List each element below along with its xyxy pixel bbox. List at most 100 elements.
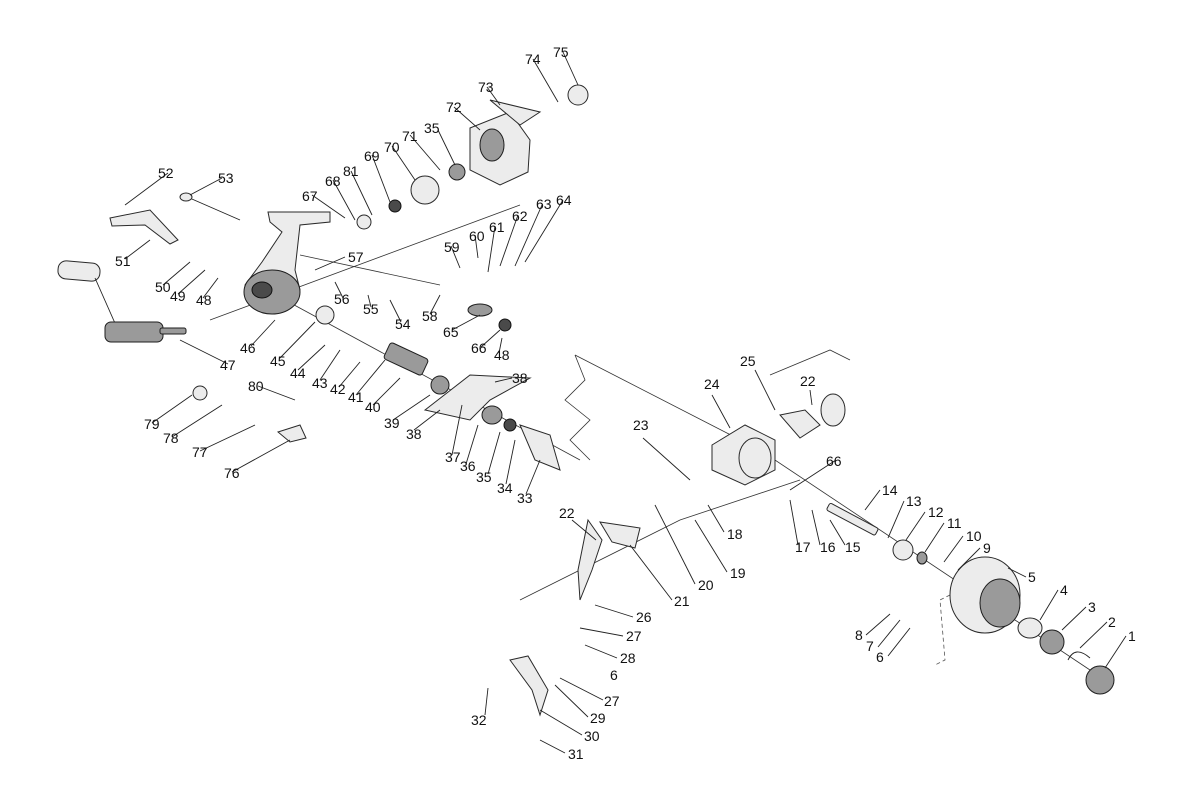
leader-line — [124, 239, 151, 260]
callout-8: 8 — [855, 627, 863, 643]
stopper-lever-76 — [276, 424, 307, 443]
callout-11: 11 — [947, 515, 962, 531]
leader-line — [887, 627, 911, 657]
callout-22a: 22 — [559, 505, 575, 521]
anti-reverse-79 — [192, 385, 208, 401]
leader-line — [864, 489, 881, 511]
callout-37: 37 — [445, 449, 461, 465]
callout-58: 58 — [422, 308, 438, 324]
leader-line — [429, 294, 441, 315]
leader-line — [314, 256, 346, 271]
callout-29: 29 — [590, 710, 606, 726]
leader-line — [924, 522, 945, 553]
leader-line — [389, 299, 402, 323]
callout-6b: 6 — [610, 667, 618, 683]
callout-20: 20 — [698, 577, 714, 593]
body-gear-hub — [251, 281, 273, 299]
callout-67: 67 — [302, 188, 318, 204]
bearing-75 — [567, 84, 589, 106]
leader-line — [711, 394, 731, 429]
leader-line — [789, 499, 799, 546]
callout-57: 57 — [348, 249, 364, 265]
leader-line — [367, 294, 372, 308]
leader-line — [554, 684, 589, 718]
leader-line — [829, 519, 846, 546]
leader-line — [391, 145, 416, 181]
callout-60: 60 — [469, 228, 485, 244]
leader-line — [474, 234, 479, 259]
callout-62: 62 — [512, 208, 528, 224]
callout-77: 77 — [192, 444, 208, 460]
callout-31: 31 — [568, 746, 584, 762]
callout-73: 73 — [478, 79, 494, 95]
spool-5-inner — [979, 578, 1021, 628]
callout-81: 81 — [343, 163, 359, 179]
callout-54: 54 — [395, 316, 411, 332]
leader-line — [789, 459, 837, 491]
leader-line — [525, 459, 541, 495]
callout-25: 25 — [740, 353, 756, 369]
callout-labels: 1 2 3 4 5 6 6 7 8 9 10 11 12 13 14 15 16… — [115, 44, 1136, 762]
callout-14: 14 — [882, 482, 898, 498]
oscillation-block-45 — [315, 305, 335, 325]
leader-line — [905, 511, 926, 541]
pinion-gear-41 — [383, 342, 429, 376]
callout-72: 72 — [446, 99, 462, 115]
callout-44: 44 — [290, 365, 306, 381]
leader-line — [437, 129, 456, 166]
leader-line — [231, 439, 291, 473]
callout-2: 2 — [1108, 614, 1116, 630]
leader-line — [505, 439, 516, 485]
bail-arm-22-right — [779, 409, 821, 439]
leader-line — [338, 361, 361, 388]
leader-line — [171, 404, 223, 438]
leader-line — [451, 314, 481, 331]
callout-64: 64 — [556, 192, 572, 208]
callout-26: 26 — [636, 609, 652, 625]
bail-arm-21 — [599, 521, 641, 549]
bail-arm-30 — [509, 655, 549, 717]
leader-line — [179, 339, 229, 365]
callout-38b: 38 — [406, 426, 422, 442]
callout-30: 30 — [584, 728, 600, 744]
callout-76: 76 — [224, 465, 240, 481]
rotor-face — [738, 437, 772, 479]
callout-27a: 27 — [626, 628, 642, 644]
leader-line — [584, 644, 618, 659]
leader-line — [571, 519, 597, 541]
line-roller-25 — [820, 393, 846, 427]
leader-line — [199, 424, 256, 452]
drag-washer-11 — [916, 551, 928, 565]
callout-52: 52 — [158, 165, 174, 181]
main-shaft-group — [192, 84, 589, 471]
callout-10: 10 — [966, 528, 982, 544]
leader-line — [1061, 606, 1087, 631]
callout-4: 4 — [1060, 582, 1068, 598]
leader-line — [579, 627, 624, 637]
callout-79: 79 — [144, 416, 160, 432]
leader-line — [453, 106, 481, 131]
leader-line — [480, 329, 501, 348]
bail-wire-hook-26 — [577, 518, 603, 601]
callout-12: 12 — [928, 504, 944, 520]
leader-line — [809, 389, 813, 406]
callout-18: 18 — [727, 526, 743, 542]
callout-16: 16 — [820, 539, 836, 555]
leader-line — [319, 349, 341, 381]
callout-9: 9 — [983, 540, 991, 556]
leader-line — [559, 677, 604, 701]
leader-line — [409, 134, 441, 171]
bail-wire-lead — [769, 349, 851, 376]
callout-49: 49 — [170, 288, 186, 304]
spool-bracket — [934, 594, 951, 666]
callout-65: 65 — [443, 324, 459, 340]
leader-line — [124, 172, 169, 206]
callout-55: 55 — [363, 301, 379, 317]
leader-line — [562, 51, 579, 86]
callout-74: 74 — [525, 51, 541, 67]
callout-24: 24 — [704, 376, 720, 392]
washer-34 — [503, 418, 517, 432]
leader-line — [332, 179, 356, 221]
leader-line — [162, 261, 191, 286]
leader-line — [371, 154, 391, 203]
